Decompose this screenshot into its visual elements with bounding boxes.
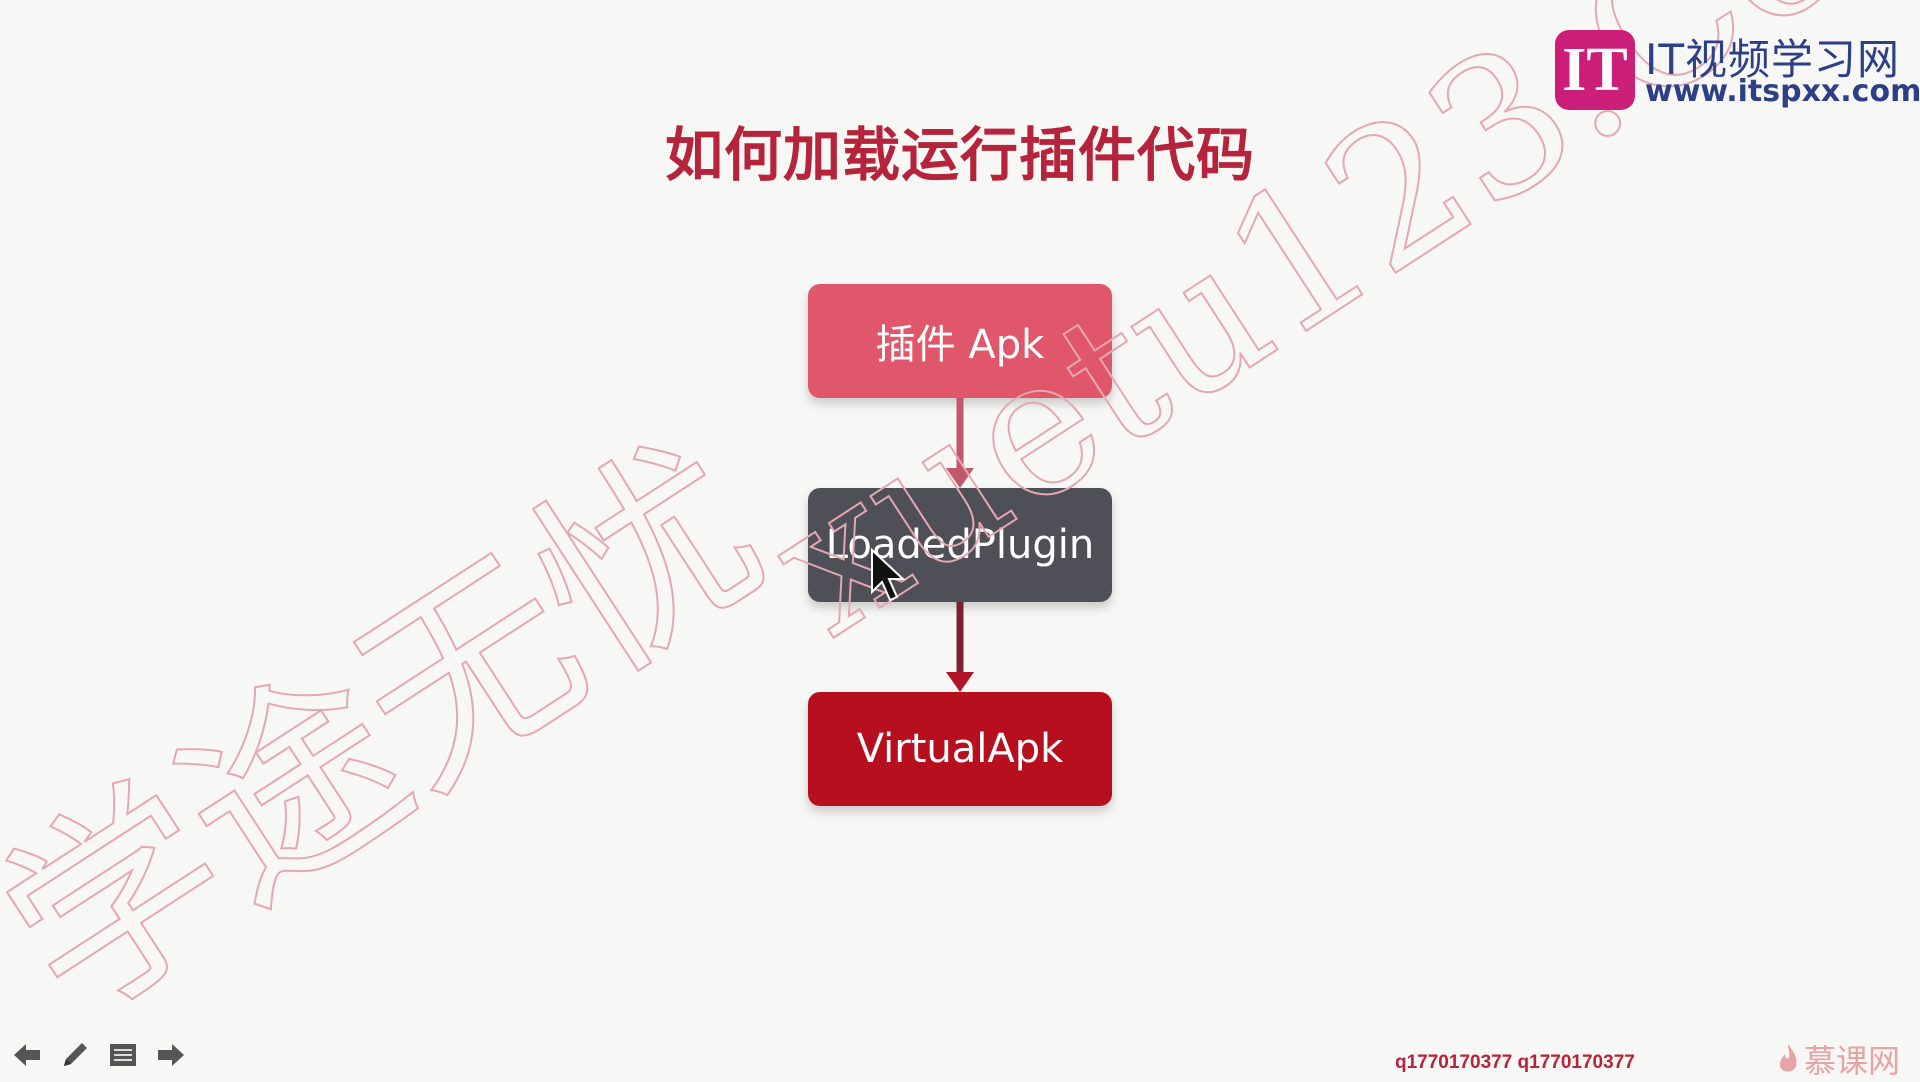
- arrow-loaded-to-virtual: [946, 602, 974, 692]
- node-virtual-apk: VirtualApk: [808, 692, 1112, 806]
- pen-icon[interactable]: [58, 1038, 92, 1072]
- site-logo: IT IT视频学习网 www.itspxx.com: [1555, 30, 1920, 115]
- arrow-right-icon[interactable]: [154, 1038, 188, 1072]
- slide-title: 如何加载运行插件代码: [664, 121, 1255, 189]
- arrow-apk-to-loaded: [946, 398, 974, 488]
- logo-name: IT视频学习网: [1645, 35, 1901, 84]
- brand-text: 慕课网: [1804, 1042, 1901, 1080]
- brand-watermark: 慕课网: [1776, 1036, 1900, 1082]
- arrow-left-icon[interactable]: [10, 1038, 44, 1072]
- mouse-cursor-icon: [871, 548, 906, 602]
- logo-mark: IT: [1555, 30, 1635, 110]
- menu-icon[interactable]: [106, 1038, 140, 1072]
- logo-url: www.itspxx.com: [1645, 74, 1920, 109]
- qq-contact-text: q1770170377 q1770170377: [1395, 1052, 1635, 1073]
- node-plugin-apk: 插件 Apk: [808, 284, 1112, 398]
- slideshow-toolbar: [10, 1038, 188, 1072]
- node-loaded-plugin: LoadedPlugin: [808, 488, 1112, 602]
- flame-icon: [1779, 1044, 1797, 1072]
